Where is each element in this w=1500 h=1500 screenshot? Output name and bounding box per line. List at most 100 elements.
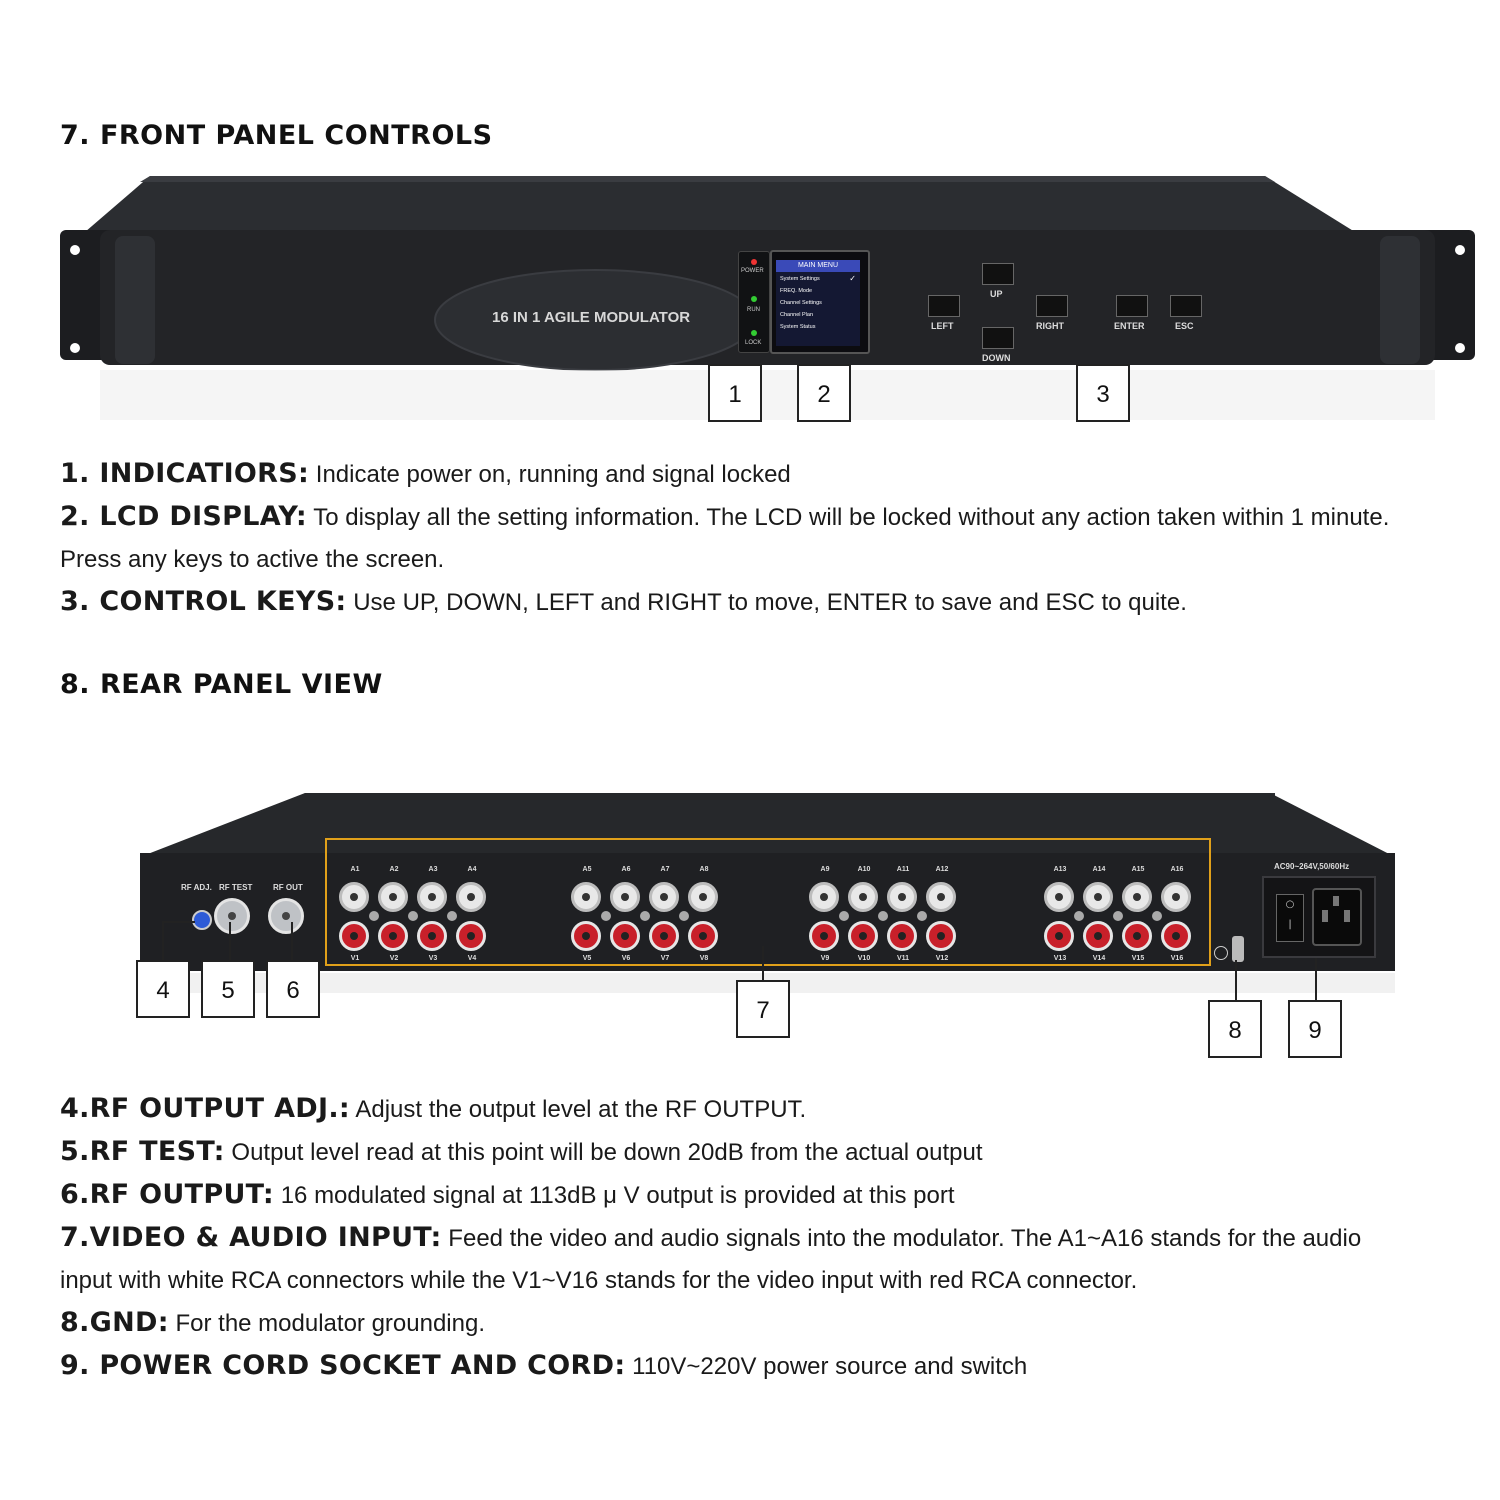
screw-icon <box>446 911 457 921</box>
audio-input-label: A4 <box>467 866 477 873</box>
audio-rca-connector-icon[interactable] <box>887 882 917 912</box>
audio-input-label: A6 <box>621 866 631 873</box>
video-rca-connector-icon[interactable] <box>688 921 718 951</box>
callout-4: 4 <box>136 960 190 1018</box>
led-label-power: POWER <box>741 268 764 274</box>
audio-rca-connector-icon[interactable] <box>1083 882 1113 912</box>
right-key[interactable] <box>1036 295 1068 317</box>
callout-8: 8 <box>1208 1000 1262 1058</box>
audio-input-label: A14 <box>1092 866 1106 873</box>
rf-adj-knob-icon[interactable] <box>192 910 212 930</box>
audio-rca-connector-icon[interactable] <box>417 882 447 912</box>
video-rca-connector-icon[interactable] <box>1161 921 1191 951</box>
audio-rca-connector-icon[interactable] <box>1161 882 1191 912</box>
audio-rca-connector-icon[interactable] <box>1044 882 1074 912</box>
video-rca-connector-icon[interactable] <box>926 921 956 951</box>
key-label-down: DOWN <box>982 353 1011 363</box>
audio-rca-connector-icon[interactable] <box>688 882 718 912</box>
screw-icon <box>1112 911 1123 921</box>
ground-symbol-icon <box>1214 946 1228 960</box>
desc-video-audio-input: 7.VIDEO & AUDIO INPUT: Feed the video an… <box>60 1222 1362 1253</box>
led-label-run: RUN <box>747 307 760 313</box>
video-rca-connector-icon[interactable] <box>887 921 917 951</box>
screw-icon <box>1151 911 1162 921</box>
power-socket-icon[interactable] <box>1312 888 1362 946</box>
audio-rca-connector-icon[interactable] <box>378 882 408 912</box>
rf-label-out: RF OUT <box>273 883 303 892</box>
audio-input-label: A3 <box>428 866 438 873</box>
video-rca-connector-icon[interactable] <box>610 921 640 951</box>
desc-control-keys: 3. CONTROL KEYS: Use UP, DOWN, LEFT and … <box>60 586 1187 617</box>
audio-rca-connector-icon[interactable] <box>339 882 369 912</box>
callout-5: 5 <box>201 960 255 1018</box>
desc-lcd-display: 2. LCD DISPLAY: To display all the setti… <box>60 501 1390 532</box>
audio-rca-connector-icon[interactable] <box>809 882 839 912</box>
callout-2: 2 <box>797 364 851 422</box>
enter-key[interactable] <box>1116 295 1148 317</box>
desc-rf-output-adj: 4.RF OUTPUT ADJ.: Adjust the output leve… <box>60 1093 807 1124</box>
audio-input-label: A1 <box>350 866 360 873</box>
key-label-left: LEFT <box>931 321 954 331</box>
front-panel-heading: 7. FRONT PANEL CONTROLS <box>60 120 493 151</box>
video-input-label: V4 <box>467 955 477 962</box>
video-rca-connector-icon[interactable] <box>1083 921 1113 951</box>
esc-key[interactable] <box>1170 295 1202 317</box>
screw-icon <box>368 911 379 921</box>
audio-input-label: A16 <box>1170 866 1184 873</box>
rf-out-connector-icon[interactable] <box>268 898 304 934</box>
video-rca-connector-icon[interactable] <box>809 921 839 951</box>
power-module: ○| <box>1262 876 1376 958</box>
video-input-label: V11 <box>896 955 910 962</box>
desc-gnd: 8.GND: For the modulator grounding. <box>60 1307 485 1338</box>
run-led-icon <box>751 296 757 302</box>
video-rca-connector-icon[interactable] <box>649 921 679 951</box>
callout-1: 1 <box>708 364 762 422</box>
desc-rf-test: 5.RF TEST: Output level read at this poi… <box>60 1136 983 1167</box>
lcd-item: FREQ. Mode <box>780 288 813 294</box>
lcd-display: MAIN MENU System Settings FREQ. Mode Cha… <box>770 250 870 354</box>
video-rca-connector-icon[interactable] <box>456 921 486 951</box>
video-input-label: V12 <box>935 955 949 962</box>
video-rca-connector-icon[interactable] <box>378 921 408 951</box>
lcd-title: MAIN MENU <box>776 260 860 272</box>
audio-input-label: A15 <box>1131 866 1145 873</box>
video-input-label: V14 <box>1092 955 1106 962</box>
led-panel: POWER RUN LOCK <box>738 251 770 353</box>
audio-input-label: A2 <box>389 866 399 873</box>
audio-rca-connector-icon[interactable] <box>456 882 486 912</box>
up-key[interactable] <box>982 263 1014 285</box>
video-input-label: V2 <box>389 955 399 962</box>
video-input-label: V1 <box>350 955 360 962</box>
audio-rca-connector-icon[interactable] <box>610 882 640 912</box>
video-input-label: V16 <box>1170 955 1184 962</box>
audio-input-label: A12 <box>935 866 949 873</box>
rf-test-connector-icon[interactable] <box>214 898 250 934</box>
key-label-enter: ENTER <box>1114 321 1145 331</box>
video-rca-connector-icon[interactable] <box>1044 921 1074 951</box>
video-rca-connector-icon[interactable] <box>848 921 878 951</box>
callout-9: 9 <box>1288 1000 1342 1058</box>
device-label: 16 IN 1 AGILE MODULATOR <box>492 309 691 326</box>
power-led-icon <box>751 259 757 265</box>
video-rca-connector-icon[interactable] <box>339 921 369 951</box>
audio-rca-connector-icon[interactable] <box>649 882 679 912</box>
audio-input-label: A9 <box>820 866 830 873</box>
rf-label-adj: RF ADJ. <box>181 883 212 892</box>
front-panel-image <box>60 176 1475 420</box>
audio-rca-connector-icon[interactable] <box>571 882 601 912</box>
audio-rca-connector-icon[interactable] <box>926 882 956 912</box>
video-rca-connector-icon[interactable] <box>417 921 447 951</box>
left-key[interactable] <box>928 295 960 317</box>
audio-rca-connector-icon[interactable] <box>848 882 878 912</box>
down-key[interactable] <box>982 327 1014 349</box>
audio-rca-connector-icon[interactable] <box>1122 882 1152 912</box>
lock-led-icon <box>751 330 757 336</box>
video-rca-connector-icon[interactable] <box>1122 921 1152 951</box>
power-switch[interactable]: ○| <box>1276 894 1304 942</box>
screw-icon <box>838 911 849 921</box>
video-input-label: V5 <box>582 955 592 962</box>
video-rca-connector-icon[interactable] <box>571 921 601 951</box>
callout-7: 7 <box>736 980 790 1038</box>
desc-indicators: 1. INDICATIORS: Indicate power on, runni… <box>60 458 791 489</box>
gnd-terminal-icon[interactable] <box>1232 936 1244 962</box>
